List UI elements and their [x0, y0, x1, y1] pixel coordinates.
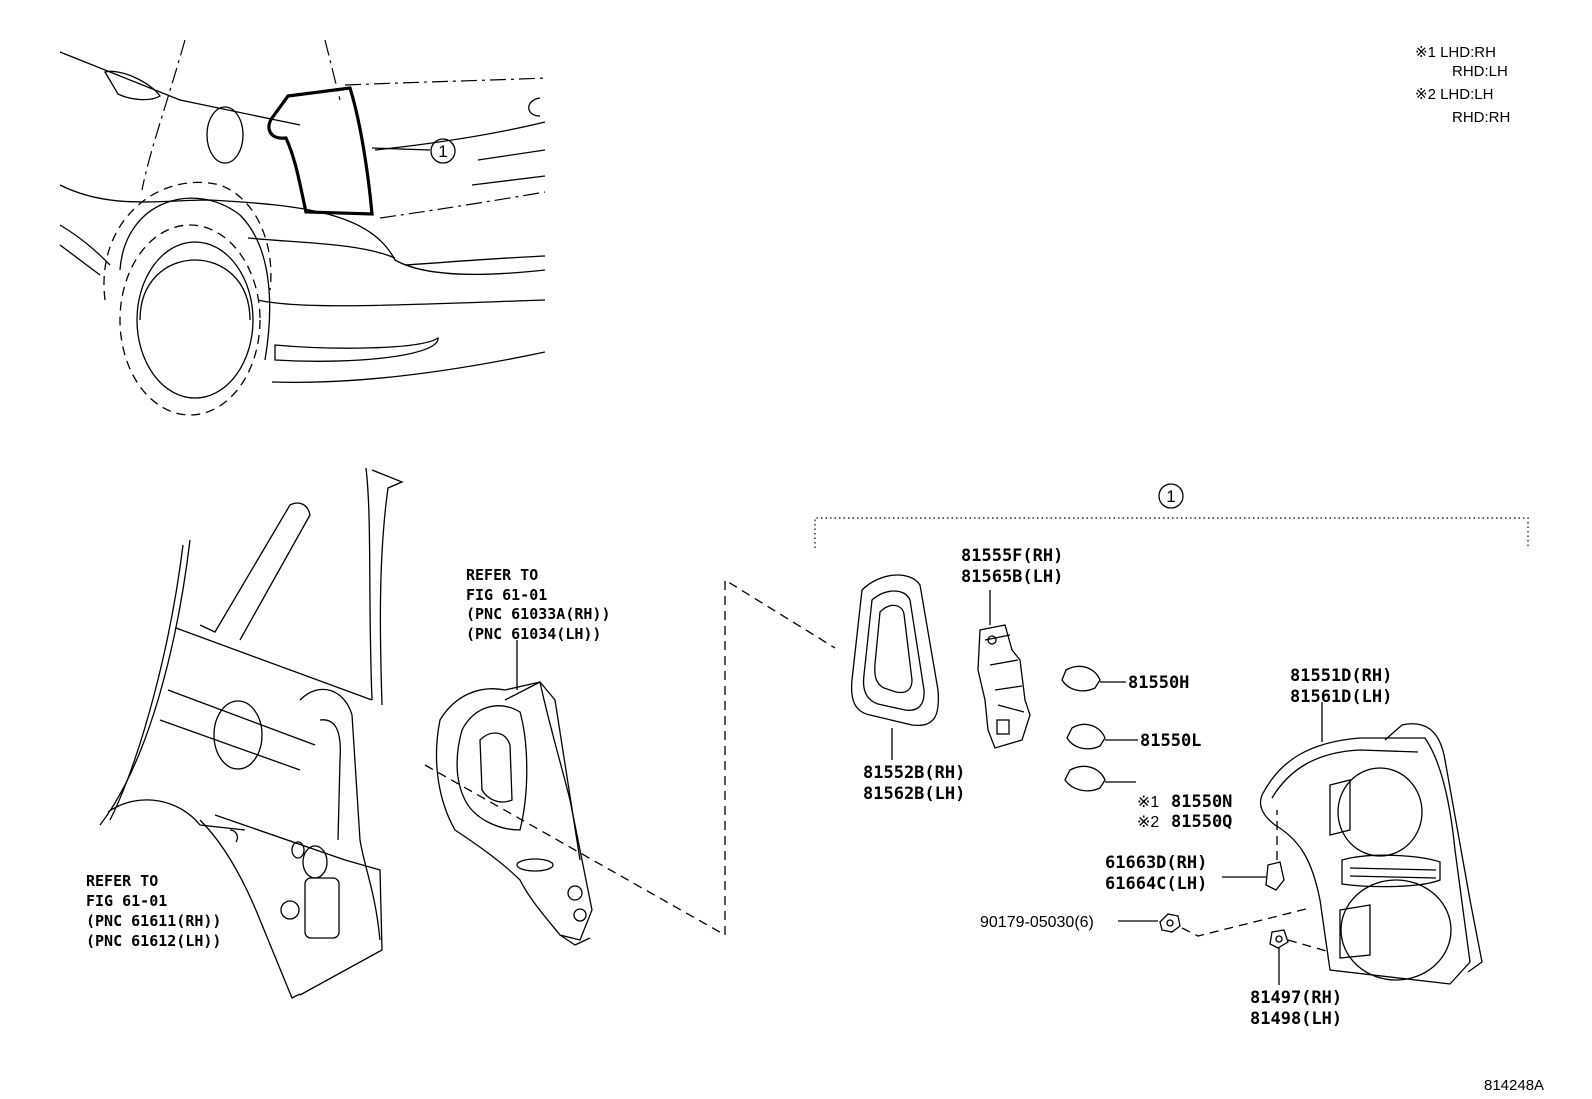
- inner-panel-drawing: [435, 640, 593, 946]
- label-socket-rh: 81555F(RH): [961, 546, 1063, 566]
- label-bulb-l: 81550L: [1140, 731, 1201, 751]
- label-retainer-lh: 81498(LH): [1250, 1009, 1342, 1029]
- note-1-line-1: ※1 LHD:RH: [1415, 44, 1496, 61]
- callout-number-group: 1: [1166, 487, 1175, 506]
- note-block: ※1 LHD:RH RHD:LH ※2 LHD:LH RHD:RH: [1415, 44, 1510, 126]
- refer-left-line-3: (PNC 61611(RH)): [86, 912, 221, 930]
- refer-note-center: REFER TO FIG 61-01 (PNC 61033A(RH)) (PNC…: [466, 566, 611, 643]
- refer-note-left: REFER TO FIG 61-01 (PNC 61611(RH)) (PNC …: [86, 872, 221, 950]
- refer-left-line-2: FIG 61-01: [86, 892, 167, 910]
- quarter-panel-drawing: [99, 467, 404, 999]
- assembly-group-bracket: 1: [814, 483, 1529, 548]
- nut: [1118, 907, 1311, 937]
- refer-left-line-1: REFER TO: [86, 872, 158, 890]
- mark-bulb-q: ※2: [1137, 814, 1159, 831]
- label-retainer-rh: 81497(RH): [1250, 988, 1342, 1008]
- label-bulb-q: 81550Q: [1171, 812, 1232, 832]
- label-clip-lh: 61664C(LH): [1105, 874, 1207, 894]
- rear-combination-lamp: [1259, 702, 1483, 985]
- bulb-81550h: [1061, 665, 1126, 692]
- label-gasket-lh: 81562B(LH): [863, 784, 965, 804]
- label-gasket-rh: 81552B(RH): [863, 763, 965, 783]
- label-lamp-rh: 81551D(RH): [1290, 666, 1392, 686]
- refer-center-line-2: FIG 61-01: [466, 586, 547, 604]
- refer-center-line-3: (PNC 61033A(RH)): [466, 605, 611, 623]
- callout-number-top: 1: [438, 142, 447, 161]
- refer-left-line-4: (PNC 61612(LH)): [86, 932, 221, 950]
- note-1-line-2: RHD:LH: [1452, 63, 1508, 80]
- note-2-line-2: RHD:RH: [1452, 109, 1510, 126]
- retainer: [1269, 929, 1331, 985]
- mark-bulb-n: ※1: [1137, 794, 1159, 811]
- clip: [1222, 810, 1285, 891]
- bulb-81550n-q: [1064, 765, 1136, 792]
- label-bulb-h: 81550H: [1128, 673, 1189, 693]
- socket-and-wiring: [977, 590, 1031, 749]
- note-2-line-1: ※2 LHD:LH: [1415, 86, 1493, 103]
- refer-center-line-4: (PNC 61034(LH)): [466, 625, 601, 643]
- vehicle-rear-quarter-view: 1: [59, 39, 546, 416]
- label-lamp-lh: 81561D(LH): [1290, 687, 1392, 707]
- bulb-81550l: [1066, 723, 1138, 750]
- gasket: [850, 574, 940, 760]
- callout-circle-top: [430, 138, 456, 164]
- label-nut: 90179-05030(6): [980, 914, 1094, 931]
- rear-combination-lamp-outline: [267, 86, 374, 216]
- figure-id: 814248A: [1484, 1077, 1544, 1094]
- label-bulb-n: 81550N: [1171, 792, 1232, 812]
- refer-center-line-1: REFER TO: [466, 566, 538, 584]
- label-socket-lh: 81565B(LH): [961, 567, 1063, 587]
- label-clip-rh: 61663D(RH): [1105, 853, 1207, 873]
